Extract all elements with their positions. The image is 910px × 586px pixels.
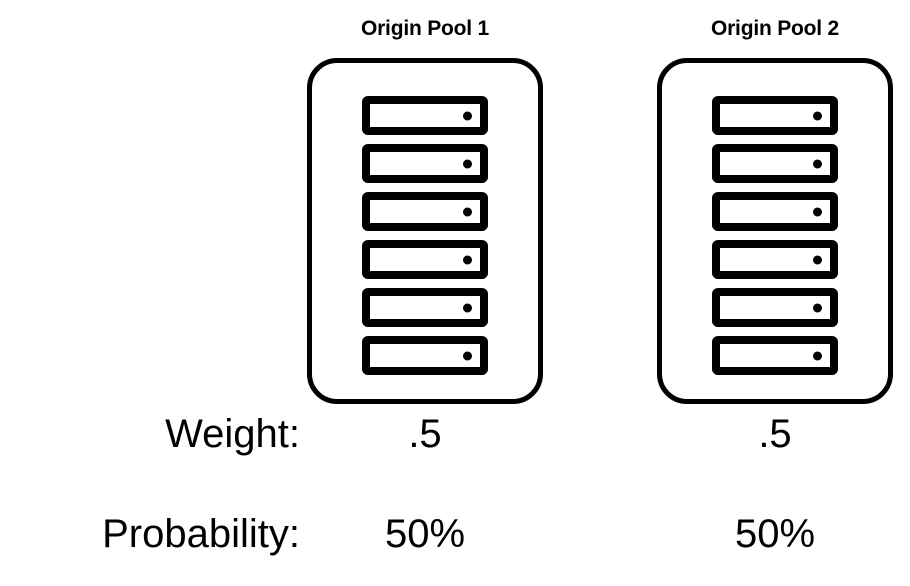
server-status-dot-icon [813, 207, 822, 216]
weight-row: Weight: .5 .5 [0, 408, 910, 460]
server-status-dot-icon [813, 159, 822, 168]
server-icon [362, 144, 488, 183]
server-status-dot-icon [463, 303, 472, 312]
server-status-dot-icon [813, 303, 822, 312]
origin-pool-1-title: Origin Pool 1 [360, 17, 490, 40]
server-icon [712, 144, 838, 183]
probability-row: Probability: 50% 50% [0, 508, 910, 560]
server-status-dot-icon [463, 255, 472, 264]
server-status-dot-icon [463, 159, 472, 168]
origin-pool-1-server-rack [312, 96, 538, 375]
origin-pool-1-probability-value: 50% [384, 512, 466, 556]
server-icon [362, 240, 488, 279]
server-icon [712, 336, 838, 375]
origin-pool-2-weight-value: .5 [758, 412, 792, 456]
weight-row-label: Weight: [165, 412, 300, 456]
origin-pool-1-weight-value: .5 [408, 412, 442, 456]
server-status-dot-icon [463, 207, 472, 216]
server-status-dot-icon [813, 111, 822, 120]
server-icon [362, 288, 488, 327]
server-icon [712, 288, 838, 327]
origin-pool-2-title: Origin Pool 2 [710, 17, 840, 40]
server-status-dot-icon [463, 111, 472, 120]
origin-pool-1-container [307, 58, 543, 404]
server-icon [362, 336, 488, 375]
origin-pool-2-server-rack [662, 96, 888, 375]
probability-row-label: Probability: [102, 512, 300, 556]
origin-pool-2-probability-value: 50% [734, 512, 816, 556]
server-icon [712, 240, 838, 279]
server-status-dot-icon [813, 255, 822, 264]
server-status-dot-icon [813, 351, 822, 360]
server-icon [362, 192, 488, 231]
server-icon [712, 192, 838, 231]
server-icon [362, 96, 488, 135]
origin-pool-2-container [657, 58, 893, 404]
server-icon [712, 96, 838, 135]
server-status-dot-icon [463, 351, 472, 360]
